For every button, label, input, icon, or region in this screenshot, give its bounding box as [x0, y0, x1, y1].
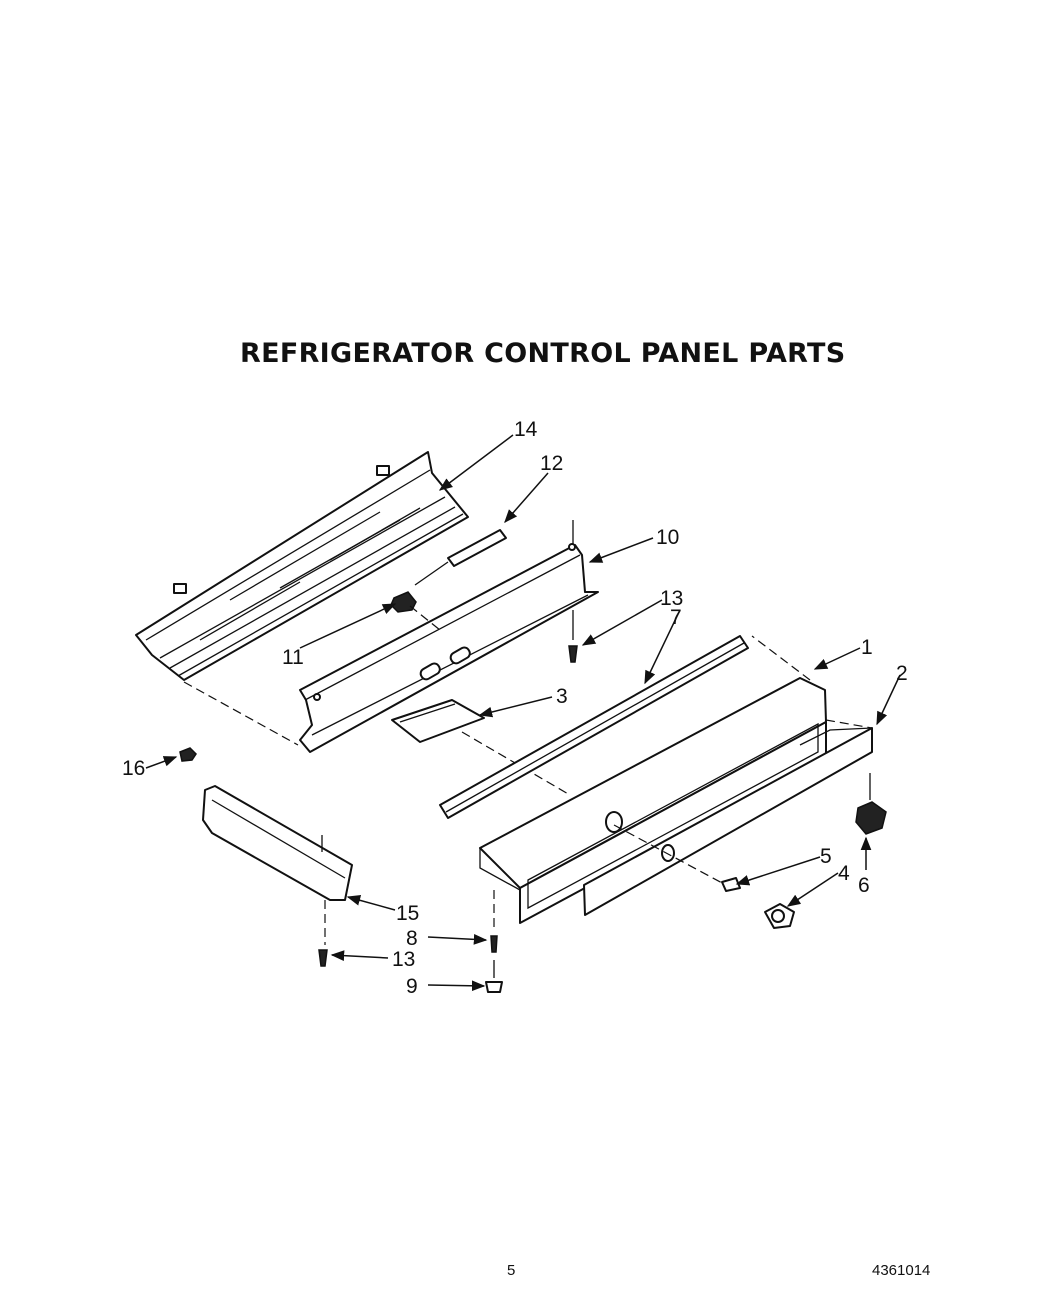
part-13-screw-lower: [318, 949, 328, 967]
callout-14: 14: [514, 418, 538, 441]
assembly-line: [183, 681, 299, 746]
part-16-clip: [179, 747, 197, 762]
leaders: [145, 434, 901, 992]
part-7-gasket-strip: [439, 635, 749, 819]
part-10-control-bracket: [299, 520, 599, 753]
part-11-control: [390, 591, 441, 631]
callout-2: 2: [896, 662, 908, 685]
callout-8: 8: [406, 927, 418, 950]
part-15-lower-bracket: [202, 785, 353, 945]
callout-5: 5: [820, 845, 832, 868]
part-6-switch: [855, 773, 887, 835]
document-number: 4361014: [872, 1262, 931, 1279]
callout-11: 11: [282, 646, 304, 669]
callout-16: 16: [122, 757, 145, 780]
callout-13-lower: 13: [392, 948, 415, 971]
page-number: 5: [507, 1262, 516, 1279]
part-2-front-trim: [583, 719, 873, 916]
part-3-label-plate: [391, 699, 571, 796]
part-13-screw-upper: [568, 610, 578, 663]
callout-13-upper: 13: [660, 587, 683, 610]
callout-1: 1: [861, 636, 873, 659]
part-14-rear-panel: [135, 451, 469, 681]
callout-4: 4: [838, 862, 850, 885]
part-9-washer: [485, 960, 503, 993]
callout-3: 3: [556, 685, 568, 708]
part-4-knob: [764, 903, 795, 929]
callout-15: 15: [396, 902, 419, 925]
part-12-sensing-bulb: [414, 529, 507, 586]
part-5-clip: [613, 824, 741, 892]
callout-6: 6: [858, 874, 870, 897]
callout-9: 9: [406, 975, 418, 998]
page-title: REFRIGERATOR CONTROL PANEL PARTS: [240, 338, 846, 369]
part-8-screw: [490, 890, 498, 953]
callout-labels: 14 12 10 13 7 11 1 2 3 16 5 4 6 15 8 13 …: [122, 418, 908, 998]
callout-10: 10: [656, 526, 679, 549]
callout-12: 12: [540, 452, 563, 475]
callout-7: 7: [670, 606, 682, 629]
part-1-control-housing: [479, 635, 827, 924]
